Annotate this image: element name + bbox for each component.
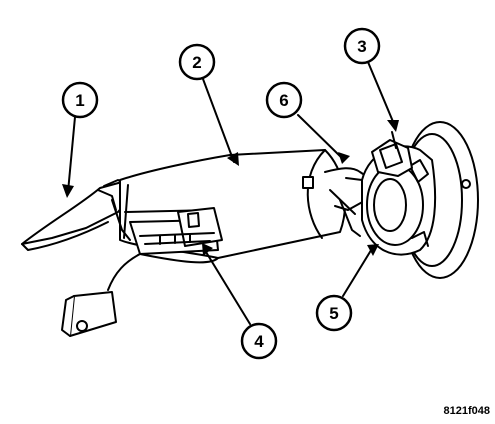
callout-5: 5 xyxy=(315,294,353,332)
callout-label-5: 5 xyxy=(329,304,338,323)
leader-line-3 xyxy=(367,61,395,125)
level-sensor-illustration xyxy=(129,207,223,255)
callout-label-2: 2 xyxy=(192,53,201,72)
connector-illustration xyxy=(371,131,413,177)
float-illustration xyxy=(61,291,117,337)
callout-label-6: 6 xyxy=(279,91,288,110)
callout-4: 4 xyxy=(240,322,278,360)
arrowheads xyxy=(62,120,399,256)
fuel-line-illustration xyxy=(324,167,373,237)
callout-3: 3 xyxy=(343,27,381,65)
figure-id: 8121f048 xyxy=(444,405,491,417)
leader-line-4 xyxy=(205,251,251,325)
callout-label-3: 3 xyxy=(357,37,366,56)
float-wire-illustration xyxy=(107,253,219,291)
float-arm-illustration xyxy=(21,179,129,251)
leader-line-1 xyxy=(67,116,76,193)
callout-label-4: 4 xyxy=(254,332,264,351)
callout-2: 2 xyxy=(178,43,216,81)
callout-1: 1 xyxy=(61,81,99,119)
leader-lines xyxy=(67,61,395,325)
leader-line-5 xyxy=(342,246,374,297)
leader-line-2 xyxy=(202,78,235,163)
flange-illustration xyxy=(361,121,479,279)
callout-6: 6 xyxy=(265,81,303,119)
leader-line-6 xyxy=(297,114,344,160)
callout-label-1: 1 xyxy=(75,91,84,110)
